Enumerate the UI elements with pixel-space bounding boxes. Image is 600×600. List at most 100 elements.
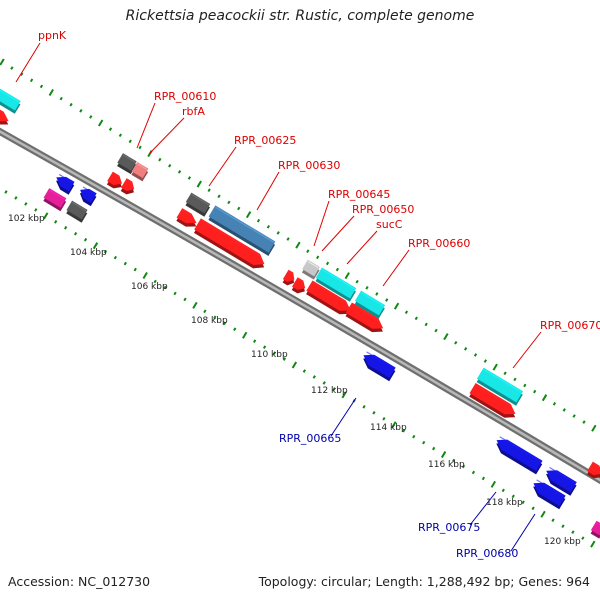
cds-blue-1: [79, 186, 97, 207]
cds-RPR_00665: [363, 351, 396, 382]
cds-red-9-shine: [475, 384, 511, 406]
gene-label-RPR_00670[interactable]: RPR_00670: [540, 319, 600, 332]
tick-minor: [39, 84, 44, 89]
tick-minor: [312, 375, 316, 379]
tick-minor: [89, 115, 93, 119]
tick-major: [97, 119, 104, 127]
cds-red-7: [306, 280, 351, 315]
gene-label-RPR_00680[interactable]: RPR_00680: [456, 547, 518, 560]
tick-minor: [365, 286, 369, 290]
cds-RPR_00675: [546, 466, 577, 496]
cds-red-6: [291, 277, 306, 294]
cds-red-4-shine: [200, 219, 260, 256]
cds-red-2-shine: [126, 179, 132, 184]
tick-minor: [335, 267, 340, 272]
scale-label-104: 104 kbp: [70, 248, 107, 258]
tick-major: [591, 424, 597, 432]
scale-label-118: 118 kbp: [486, 498, 523, 508]
tick-minor: [316, 255, 320, 260]
tick-major: [43, 212, 49, 220]
cds-RPR_00680-shine: [536, 479, 565, 497]
scale-label-116: 116 kbp: [428, 460, 465, 470]
cds-red-4-face: [194, 218, 265, 266]
tick-major: [92, 242, 99, 250]
tick-minor: [332, 387, 336, 391]
gene-label-RPR_00645[interactable]: RPR_00645: [328, 188, 390, 201]
tick-major: [242, 331, 248, 339]
cds-rbfA: [131, 161, 149, 182]
tick-minor: [29, 78, 34, 83]
tick-major: [540, 510, 546, 518]
topology-text: Topology: circular; Length: 1,288,492 bp…: [258, 574, 590, 589]
tick-minor: [404, 310, 409, 315]
tick-minor: [282, 357, 287, 361]
tick-major: [0, 58, 5, 66]
cds-RPR_00675-face: [546, 470, 577, 493]
gene-label-RPR_00660[interactable]: RPR_00660: [408, 237, 470, 250]
gene-label-rbfA[interactable]: rbfA: [182, 105, 205, 118]
cds-blue-2-shine: [499, 436, 542, 463]
tick-minor: [402, 428, 406, 433]
tick-minor: [523, 383, 527, 388]
cds-RPR_00650-face: [315, 267, 357, 299]
tick-minor: [385, 298, 389, 302]
leader-ppnK: [15, 42, 41, 83]
cds-RPR_00680-face: [533, 482, 566, 506]
tick-major: [48, 89, 54, 97]
cds-red-7-shine: [312, 281, 346, 303]
cds-RPR_00670-shine: [483, 368, 522, 393]
cds-blue-0: [56, 173, 75, 195]
cds-red-6-shine: [297, 278, 303, 283]
cds-red-9-face: [469, 382, 516, 415]
cds-red-2: [120, 178, 135, 195]
tick-minor: [501, 488, 505, 493]
tick-minor: [108, 127, 113, 131]
tick-minor: [113, 255, 117, 260]
cds-blue-0-shine: [58, 173, 74, 184]
gene-label-RPR_00665[interactable]: RPR_00665: [279, 432, 341, 445]
tick-minor: [223, 321, 227, 326]
cds-rbfA-face: [131, 161, 149, 179]
gene-label-ppnK[interactable]: ppnK: [38, 29, 67, 42]
scale-label-108: 108 kbp: [191, 316, 228, 326]
cds-magenta-1-face: [590, 520, 600, 536]
scale-label-110: 110 kbp: [251, 350, 288, 360]
cds-magenta-1-shine: [596, 521, 600, 528]
cds-RPR_00675-shine: [549, 466, 576, 484]
cds-RPR_00650-shine: [321, 268, 355, 290]
tick-minor: [213, 315, 217, 320]
inner-tick-track: [4, 190, 596, 548]
gene-label-RPR_00625[interactable]: RPR_00625: [234, 134, 296, 147]
cds-ppnK: [0, 85, 21, 114]
gene-label-RPR_00650[interactable]: RPR_00650: [352, 203, 414, 216]
tick-minor: [464, 347, 468, 351]
cds-red-1: [106, 171, 123, 189]
gene-label-RPR_00675[interactable]: RPR_00675: [418, 521, 480, 534]
cds-red-3: [176, 208, 197, 227]
cds-gray-inner: [66, 200, 88, 223]
tick-minor: [521, 500, 525, 505]
gene-label-sucC[interactable]: sucC: [376, 218, 403, 231]
cds-red-4: [193, 218, 265, 269]
cds-RPR_00630: [208, 205, 276, 256]
tick-minor: [302, 369, 306, 373]
tick-minor: [173, 291, 177, 296]
tick-major: [196, 180, 202, 188]
cds-RPR_00630-shine: [215, 206, 275, 243]
tick-minor: [322, 381, 326, 385]
outer-tick-track: [0, 58, 597, 432]
cds-magenta-1: [590, 520, 600, 539]
gene-label-RPR_00610[interactable]: RPR_00610: [154, 90, 216, 103]
cds-RPR_00645: [301, 259, 320, 280]
tick-minor: [118, 133, 123, 138]
leader-RPR_00670: [512, 331, 542, 369]
cds-blue-2-face: [496, 439, 543, 472]
cds-RPR_00665-shine: [366, 351, 395, 369]
tick-minor: [362, 405, 366, 409]
cds-RPR_00625-shine: [191, 193, 209, 206]
tick-minor: [79, 109, 83, 113]
leader-rbfA: [149, 117, 185, 154]
gene-label-RPR_00630[interactable]: RPR_00630: [278, 159, 340, 172]
cds-red-8: [345, 302, 384, 333]
tick-minor: [262, 345, 267, 349]
